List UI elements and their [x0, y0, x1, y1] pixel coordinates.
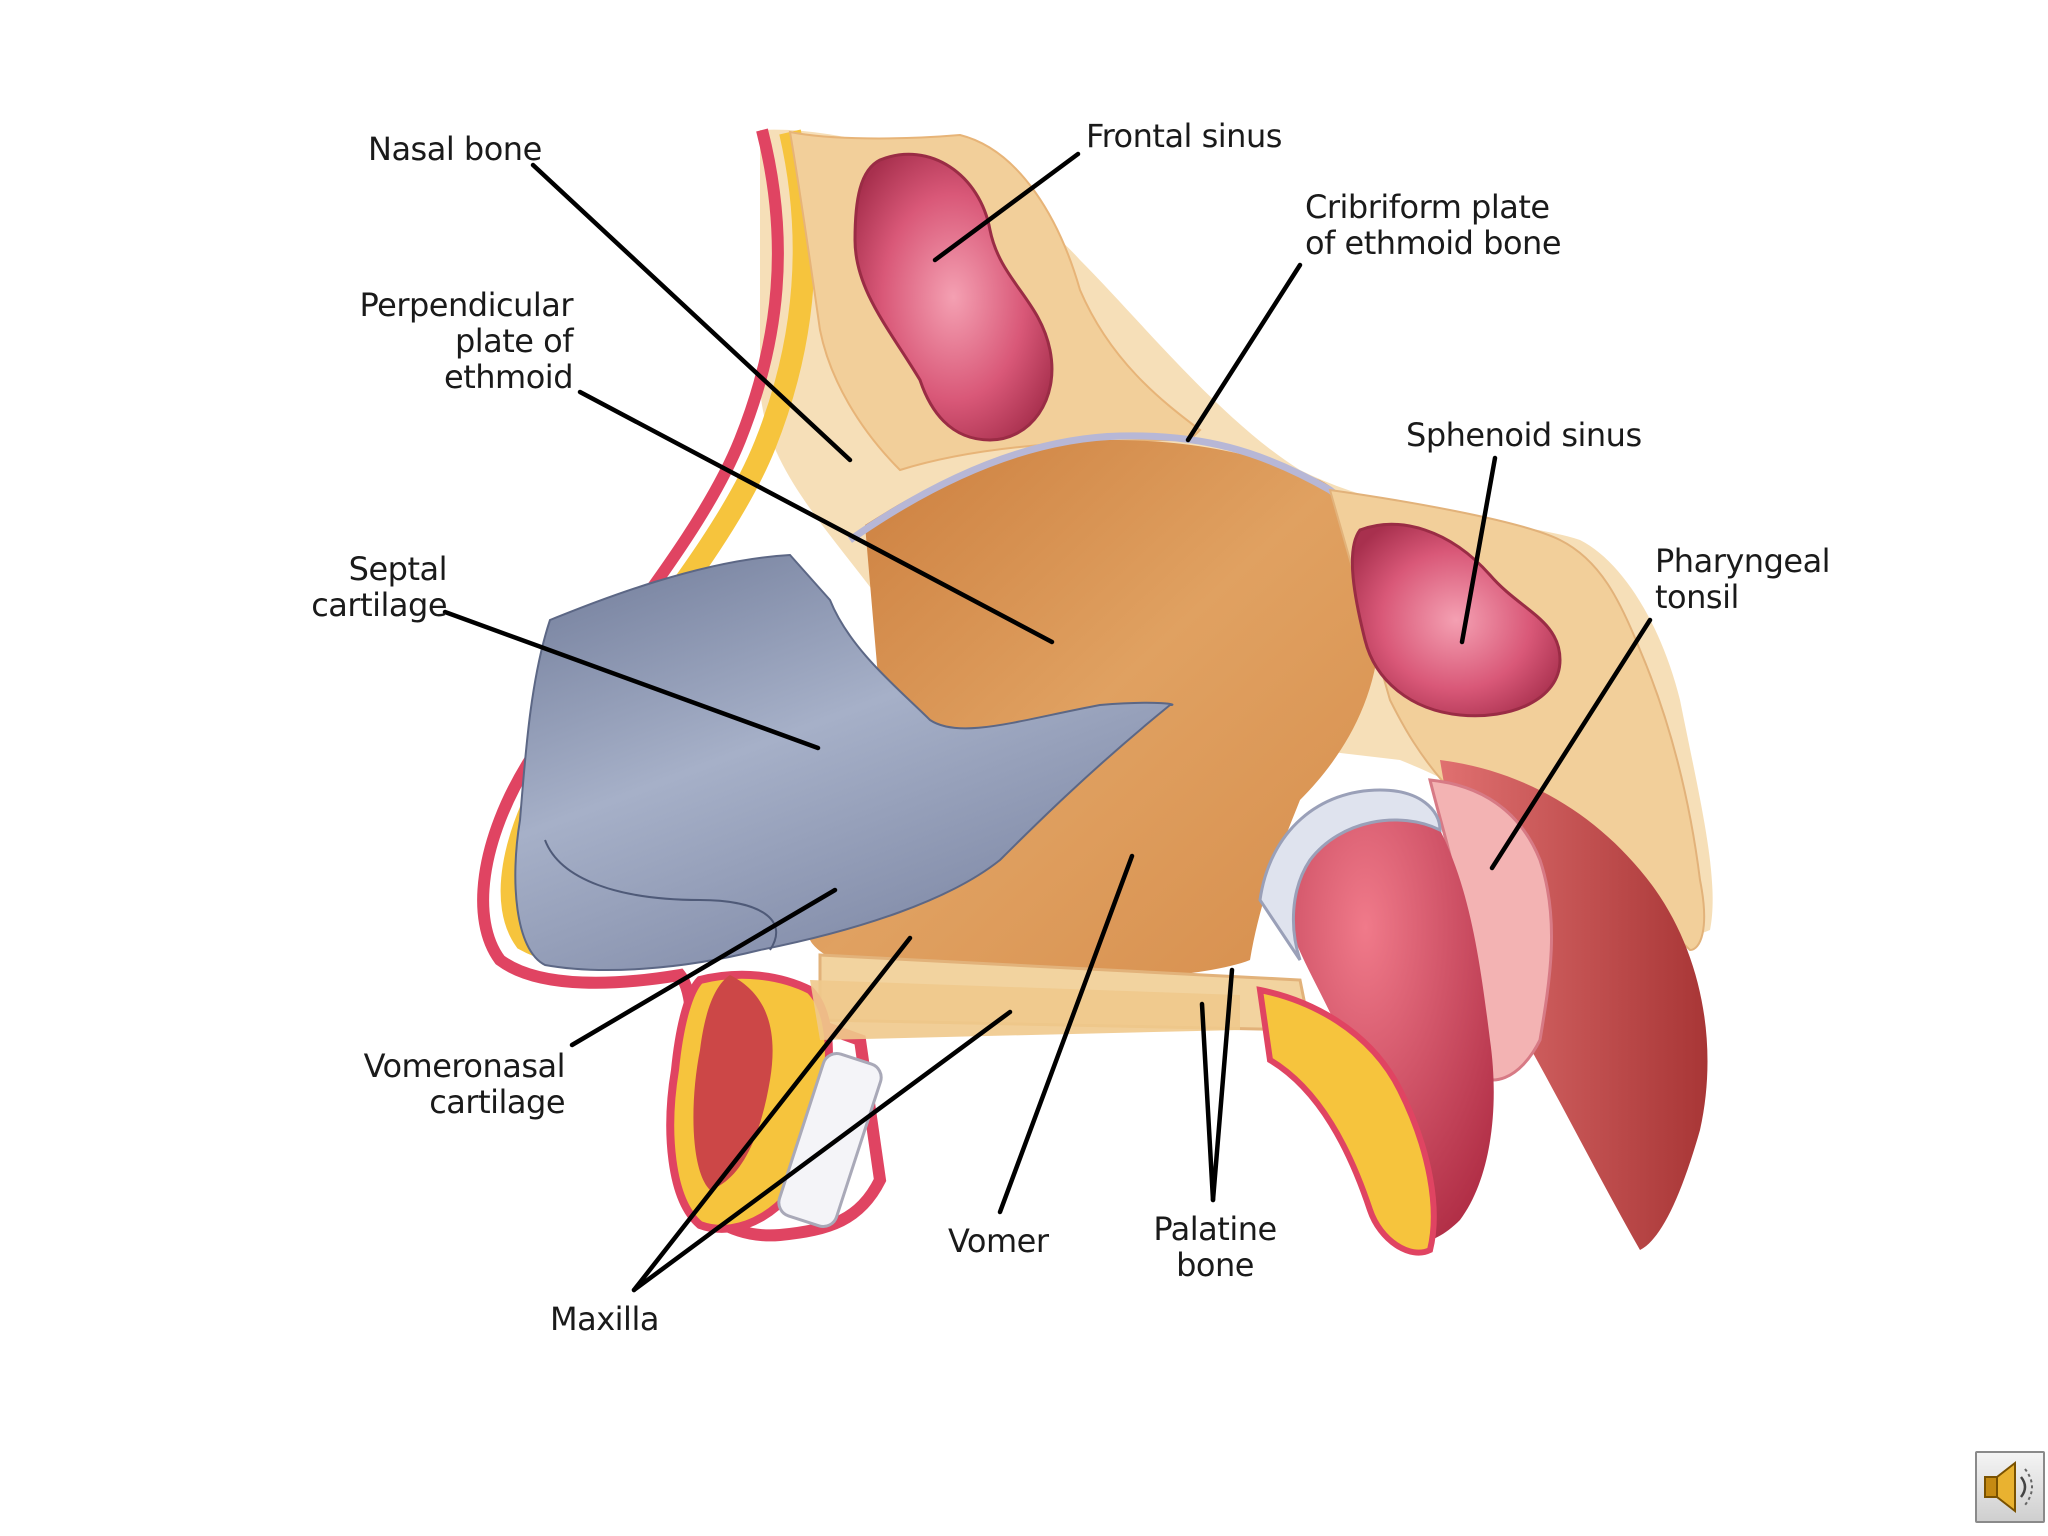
label-cribriform-line2: of ethmoid bone [1305, 224, 1561, 262]
label-frontal-sinus: Frontal sinus [1086, 117, 1282, 155]
leader-maxilla-a [631, 935, 913, 1293]
leader-palatine-a [1199, 1001, 1216, 1203]
leader-cribriform [1185, 262, 1303, 443]
label-septal-line2: cartilage [311, 586, 447, 624]
leader-palatine-b [1210, 967, 1235, 1203]
label-nasal-bone: Nasal bone [368, 130, 542, 168]
leader-vomeronasal [569, 887, 838, 1048]
oropharynx-wall [1256, 986, 1437, 1256]
label-vomeronasal-line1: Vomeronasal [364, 1047, 565, 1085]
labels: Nasal bone Frontal sinus Cribriform plat… [311, 117, 1830, 1338]
leader-sphenoid [1459, 455, 1498, 645]
eustachian-tube-rim [1258, 788, 1442, 961]
leader-maxilla-b [631, 1009, 1013, 1293]
label-septal-line1: Septal [349, 550, 447, 588]
label-perpendicular-line2: plate of [455, 322, 574, 360]
label-perpendicular-line1: Perpendicular [359, 286, 574, 324]
leader-lines [442, 151, 1653, 1293]
label-pharyngeal-line2: tonsil [1655, 578, 1739, 616]
maxilla-bone [810, 980, 1240, 1040]
leader-septal [442, 609, 821, 751]
leader-frontal-sinus [932, 151, 1081, 263]
audio-button[interactable] [1975, 1451, 2045, 1523]
speaker-icon [1984, 1460, 2033, 1514]
label-cribriform-line1: Cribriform plate [1305, 188, 1550, 226]
leader-nasal-bone [530, 162, 853, 463]
label-palatine-line2: bone [1176, 1246, 1254, 1284]
leader-pharyngeal [1489, 617, 1653, 871]
label-perpendicular-line3: ethmoid [444, 358, 573, 396]
leader-vomer [997, 853, 1135, 1215]
label-vomeronasal-line2: cartilage [429, 1083, 565, 1121]
sphenoid-sinus [1350, 522, 1562, 718]
label-palatine-line1: Palatine [1153, 1210, 1276, 1248]
soft-palate [1280, 792, 1494, 1243]
label-maxilla: Maxilla [550, 1300, 659, 1338]
label-sphenoid-sinus: Sphenoid sinus [1406, 416, 1642, 454]
label-pharyngeal-line1: Pharyngeal [1655, 542, 1830, 580]
leader-perpendicular [577, 389, 1055, 645]
label-vomer: Vomer [948, 1222, 1050, 1260]
septal-cartilage-region [514, 553, 1174, 971]
incisor-tooth [777, 1052, 883, 1228]
